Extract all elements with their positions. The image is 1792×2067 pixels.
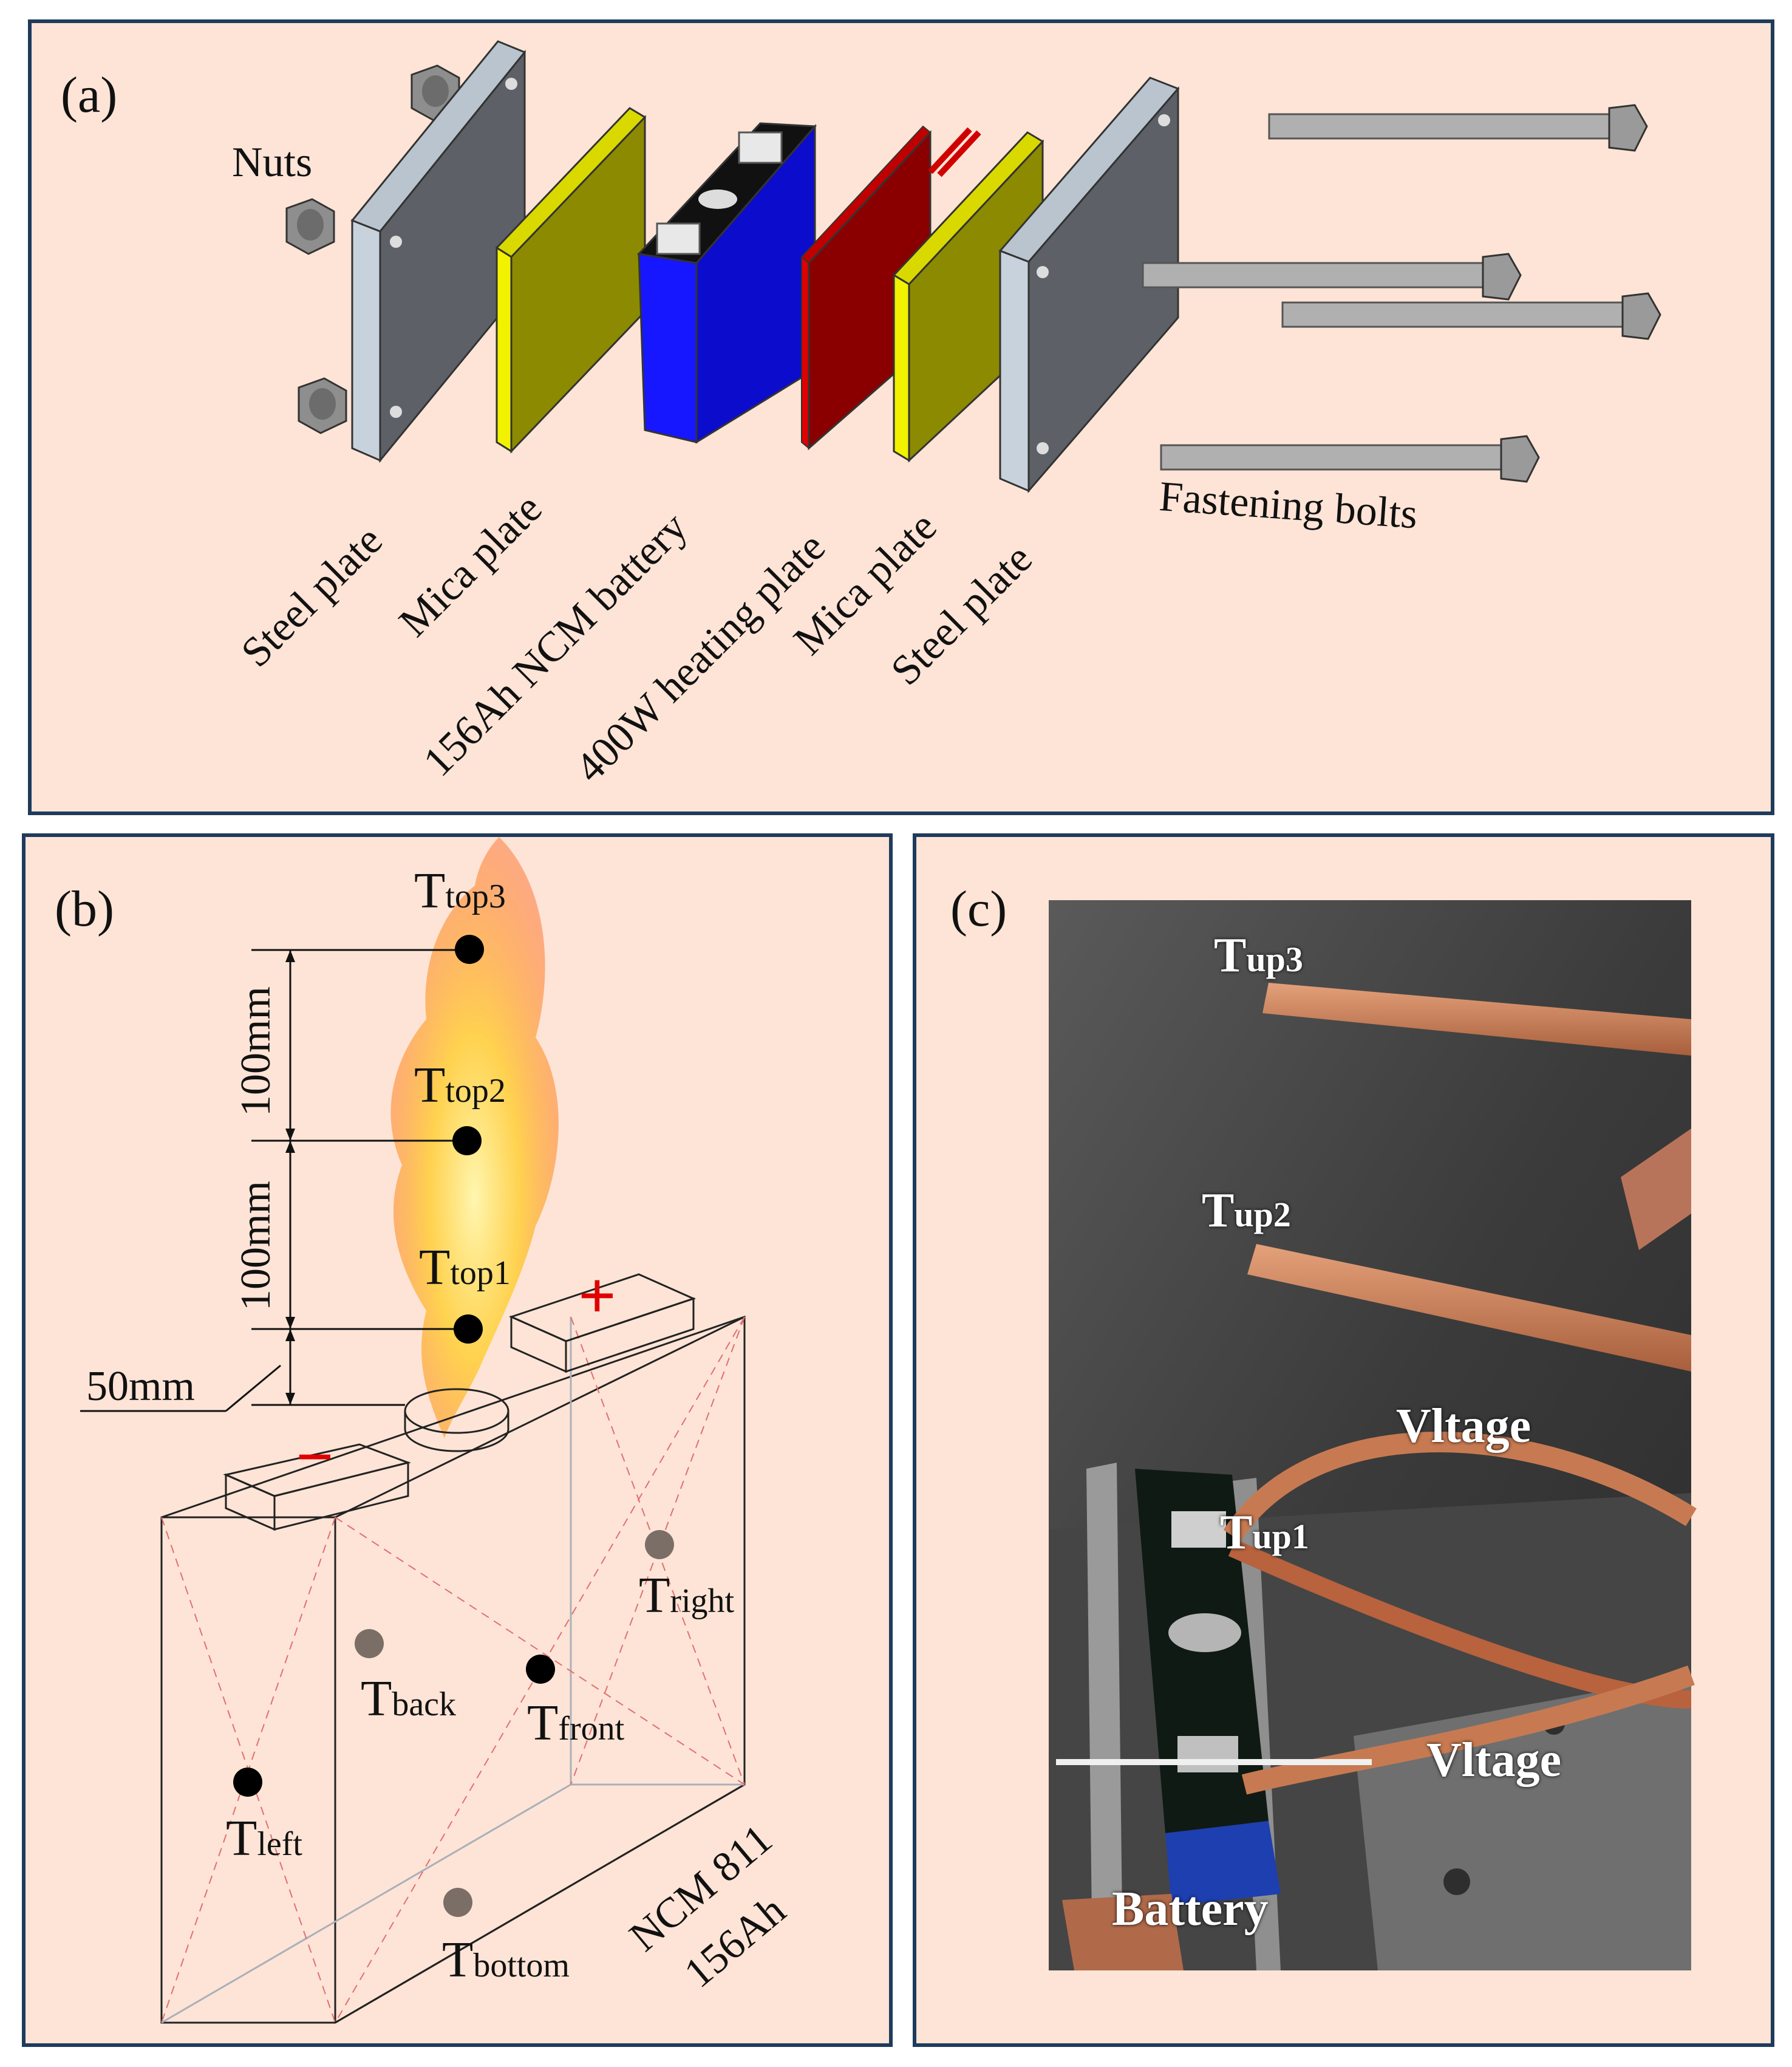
vent-valve	[404, 1388, 509, 1452]
plus-symbol: +	[578, 1259, 616, 1333]
voltage-label-upper: Vltage	[1396, 1399, 1531, 1453]
probe-label-up2: Tup2	[1202, 1184, 1291, 1237]
dimension-arrows	[285, 950, 295, 1405]
sensor-label-top2: Ttop2	[414, 1057, 506, 1113]
bolt-1	[1268, 104, 1648, 152]
steel-plate-1	[350, 40, 526, 463]
cell-sensor-layout-illustration	[80, 837, 746, 2024]
sensor-dot-bottom	[443, 1888, 472, 1917]
panel-c-label: (c)	[950, 881, 1007, 937]
mica-plate-1	[495, 107, 647, 454]
sensor-dot-top2	[452, 1126, 482, 1155]
panel-a: (a) Nuts Steel plate Mica plate 156Ah NC…	[28, 19, 1774, 815]
panel-b: (b) 100mm 100mm 50mm − + NCM 811 156Ah T…	[22, 833, 893, 2047]
bolt-3	[1281, 292, 1661, 340]
steel-plate-2	[998, 77, 1180, 494]
battery-photo-label: Battery	[1112, 1882, 1269, 1936]
panel-c: (c)	[913, 833, 1774, 2047]
probe-label-up1: Tup1	[1220, 1506, 1309, 1559]
dim-lower-label: 100mm	[233, 1181, 279, 1311]
dim-upper-label: 100mm	[233, 986, 279, 1116]
mica-plate-2	[892, 131, 1044, 463]
nut-middle	[285, 198, 335, 255]
sensor-dot-front	[526, 1655, 555, 1684]
sensor-label-top1: Ttop1	[419, 1239, 511, 1296]
sensor-dot-right	[645, 1530, 674, 1559]
sensor-label-left: Tleft	[226, 1810, 302, 1867]
panel-a-label: (a)	[61, 67, 118, 123]
sensor-label-top3: Ttop3	[414, 863, 506, 919]
exploded-assembly-illustration	[285, 40, 1661, 494]
heating-plate	[800, 125, 981, 451]
battery-cell	[636, 122, 817, 444]
dim-base-label: 50mm	[86, 1363, 195, 1410]
voltage-label-lower: Vltage	[1426, 1734, 1562, 1787]
minus-symbol: −	[296, 1420, 334, 1494]
sensor-dot-top1	[454, 1314, 483, 1344]
sensor-dot-left	[233, 1768, 262, 1797]
positive-terminal	[508, 1273, 697, 1373]
sensor-dot-top3	[455, 935, 484, 964]
nuts-label: Nuts	[232, 139, 313, 186]
sensor-label-back: Tback	[361, 1670, 457, 1727]
negative-terminal	[223, 1443, 412, 1531]
sensor-label-bottom: Tbottom	[442, 1932, 570, 1988]
bolt-4	[1160, 435, 1540, 483]
bolt-2	[1142, 253, 1522, 301]
panel-b-label: (b)	[55, 881, 114, 937]
sensor-dot-back	[355, 1629, 384, 1658]
experiment-photo	[1049, 900, 1697, 1970]
probe-label-up3: Tup3	[1214, 929, 1303, 982]
cell-body	[160, 1315, 746, 2024]
nut-bottom	[298, 377, 347, 434]
cell-hidden-edges	[161, 1317, 744, 2024]
sensor-label-front: Tfront	[527, 1695, 625, 1751]
sensor-label-right: Tright	[639, 1567, 735, 1624]
